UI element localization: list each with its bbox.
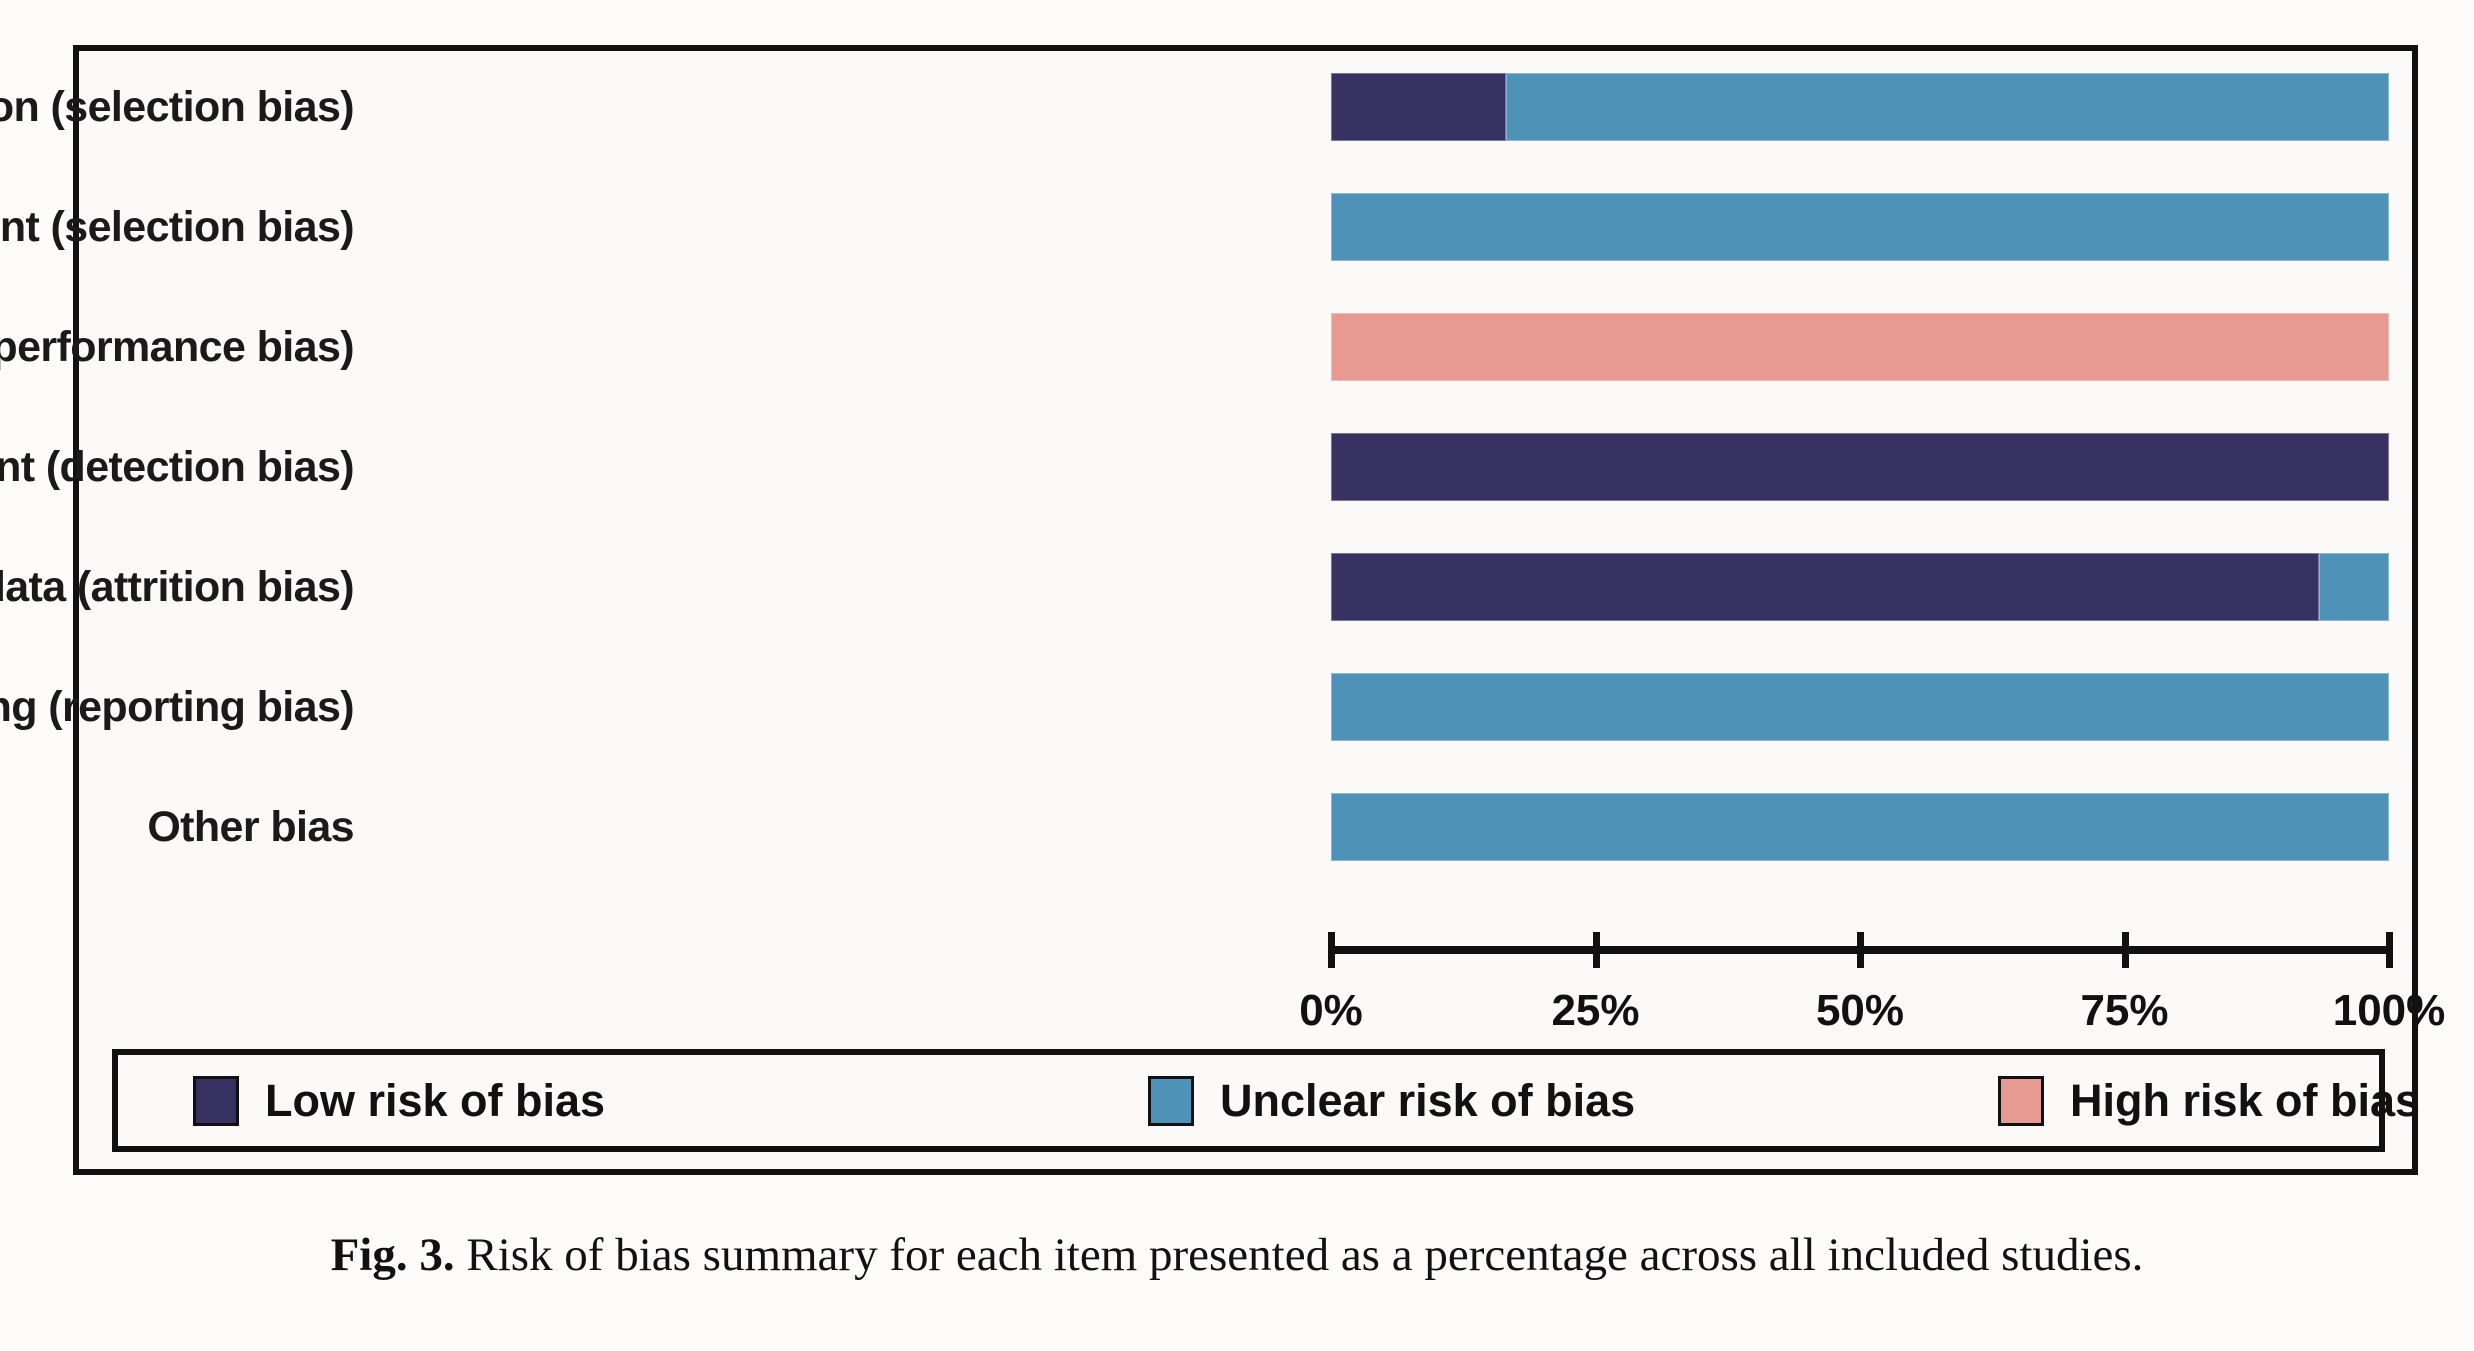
bar-segment [1331,793,2389,861]
legend-item[interactable]: Unclear risk of bias [1148,1055,1635,1146]
category-label: Allocation concealment (selection bias) [0,203,355,251]
x-axis-tick-label: 0% [1299,986,1363,1035]
bar-track [1331,313,2389,381]
x-axis-tick [1857,932,1864,968]
legend-label: Unclear risk of bias [1220,1074,1636,1126]
bar-row: Selective reporting (reporting bias) [0,673,2424,741]
x-axis-tick-label: 25% [1551,986,1640,1035]
x-axis-tick-label: 50% [1815,986,1905,1035]
category-label: Incomplete outcome data (attrition bias) [0,563,355,611]
legend: Low risk of bias Unclear risk of bias High… [112,1049,2420,1152]
category-label: Blinding of outcome assessment (detectio… [0,443,355,491]
bar-row: Random sequence generation (selection bi… [0,73,2424,141]
bar-segment [1331,433,2389,501]
bar-segment [1331,553,2320,621]
legend-swatch-icon [1998,1075,2044,1126]
category-label: Blinding of participants and personnel (… [0,323,355,371]
x-axis-tick [1328,932,1335,968]
bar-segment [2319,553,2389,621]
bar-track [1331,193,2389,261]
bar-row: Blinding of outcome assessment (detectio… [0,433,2424,501]
legend-swatch-icon [1148,1075,1194,1126]
legend-label: Low risk of bias [265,1074,606,1126]
x-axis-tick-label: 75% [2080,986,2169,1035]
x-axis-tick [2121,932,2129,968]
category-label: Random sequence generation (selection bi… [0,83,355,131]
risk-of-bias-plot: Random sequence generation (selection bi… [0,51,2424,1051]
category-label: Selective reporting (reporting bias) [0,683,355,731]
figure-caption: Fig. 3. Risk of bias summary for each it… [0,1228,2474,1282]
x-axis-tick-label: 100% [2332,986,2446,1035]
bar-row: Allocation concealment (selection bias) [0,193,2424,261]
caption-text: Risk of bias summary for each item prese… [466,1229,2144,1281]
bar-track [1331,793,2389,861]
x-axis-tick [2386,932,2393,968]
bar-track [1331,73,2389,141]
x-axis-tick [1592,932,1600,968]
legend-item[interactable]: Low risk of bias [193,1055,605,1146]
caption-figure-number: Fig. 3. [330,1229,455,1281]
bar-row: Incomplete outcome data (attrition bias) [0,553,2424,621]
legend-swatch-icon [193,1075,239,1126]
bar-track [1331,673,2389,741]
legend-item[interactable]: High risk of bias [1998,1055,2420,1146]
bar-segment [1505,73,2389,141]
legend-label: High risk of bias [2070,1074,2421,1126]
bar-segment [1331,73,1506,141]
bar-segment [1331,193,2389,261]
bar-row: Other bias [79,793,2424,861]
bar-segment [1331,673,2389,741]
bar-segment [1331,313,2389,381]
x-axis: 0% 25% 50% 75% 100% [1299,932,2445,1035]
category-label: Other bias [147,803,354,851]
bar-track [1331,553,2389,621]
bar-track [1331,433,2389,501]
figure-frame: Random sequence generation (selection bi… [0,45,2445,1175]
bar-row: Blinding of participants and personnel (… [0,313,2424,381]
